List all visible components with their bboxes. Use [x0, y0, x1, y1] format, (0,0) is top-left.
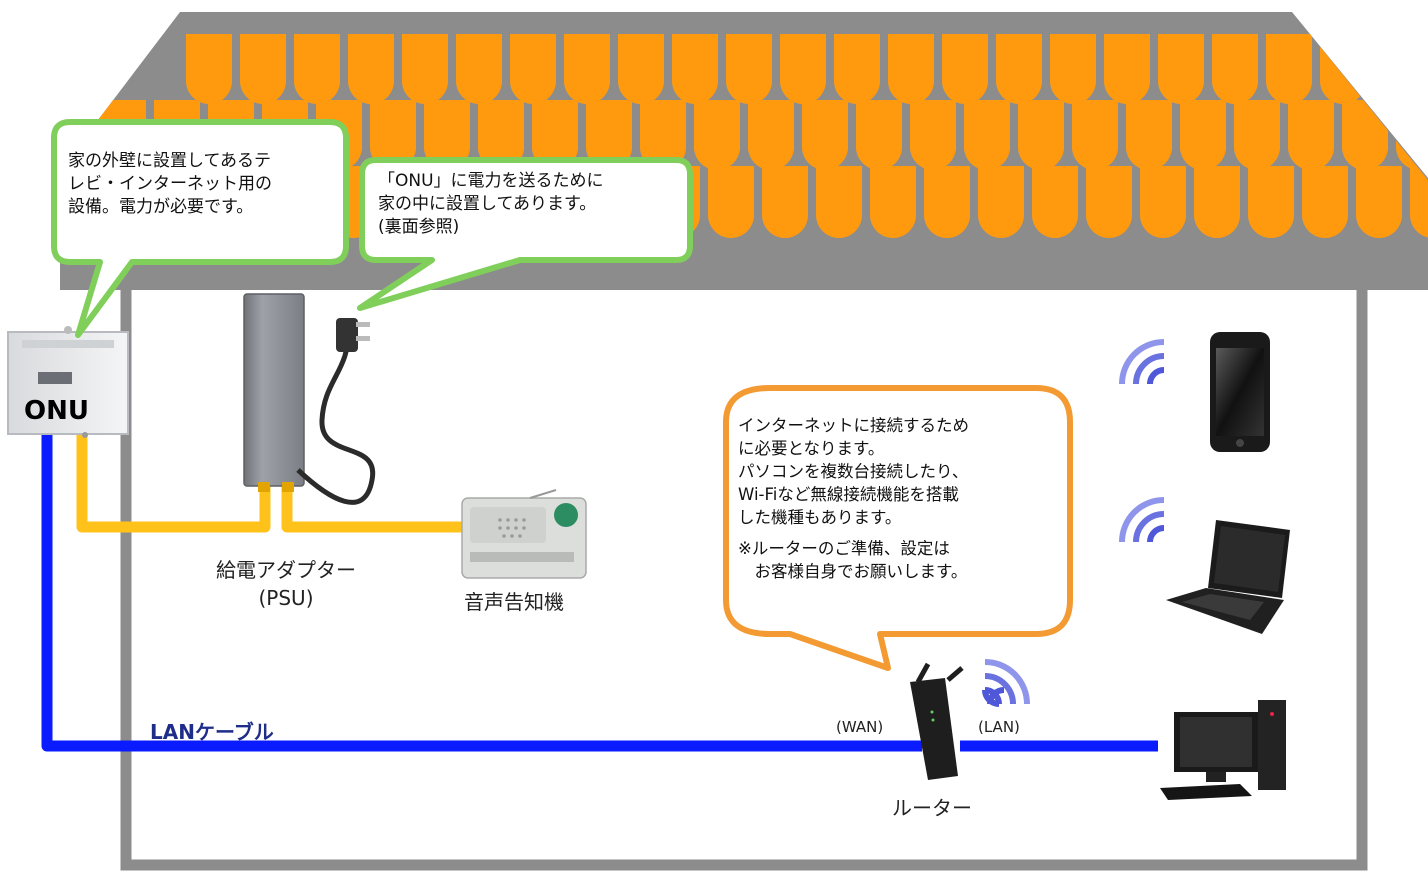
roof-tile [1356, 166, 1402, 238]
roof-tile [708, 166, 754, 238]
roof-tile [856, 100, 902, 170]
router-label: ルーター [892, 796, 972, 820]
roof-tile [1266, 34, 1312, 104]
bubble-line: パソコンを複数台接続したり、 [738, 462, 969, 481]
bubble-line: Wi-Fiなど無線接続機能を搭載 [738, 485, 959, 504]
roof-tile [1212, 34, 1258, 104]
wan-port-label: (WAN) [836, 718, 884, 736]
bubble-line: した機種もあります。 [738, 508, 902, 527]
smartphone-device [1210, 332, 1270, 452]
roof-tile [1320, 34, 1366, 104]
roof-tile [564, 34, 610, 104]
roof-tile [510, 34, 556, 104]
roof-tile [694, 100, 740, 170]
roof-tile [1342, 100, 1388, 170]
roof-tile [532, 100, 578, 170]
roof-tile [1050, 34, 1096, 104]
roof-tile [1288, 100, 1334, 170]
roof-tile [1032, 166, 1078, 238]
roof-tile [996, 34, 1042, 104]
roof-tile [672, 34, 718, 104]
roof-tile [294, 34, 340, 104]
psu-bubble-text: 「ONU」に電力を送るために 家の中に設置してあります。 (裏面参照) [378, 170, 604, 239]
roof-tile [870, 166, 916, 238]
roof-tile [240, 34, 286, 104]
roof-tile [942, 34, 988, 104]
router-bubble-text: インターネットに接続するため に必要となります。 パソコンを複数台接続したり、 … [738, 414, 969, 583]
roof-tile [1018, 100, 1064, 170]
roof-tile [424, 100, 470, 170]
bubble-line: に必要となります。 [738, 439, 885, 458]
router-bubble [723, 385, 1073, 671]
roof-tile [978, 166, 1024, 238]
roof-tile [1410, 166, 1428, 238]
roof-tile [910, 100, 956, 170]
roof-tile [762, 166, 808, 238]
onu-bubble [51, 119, 349, 338]
roof-tile [1158, 34, 1204, 104]
roof-tile [726, 34, 772, 104]
psu-label-line2: (PSU) [258, 586, 314, 610]
onu-bubble-text: 家の外壁に設置してあるテ レビ・インターネット用の 設備。電力が必要です。 [68, 150, 272, 219]
lan-port-label: (LAN) [978, 718, 1020, 736]
psu-bubble [357, 157, 693, 311]
roof-tile [456, 34, 502, 104]
bubble-line: レビ・インターネット用の [68, 174, 272, 194]
bubble-note-line: お客様自身でお願いします。 [738, 562, 968, 581]
wifi-icon [1119, 497, 1165, 543]
onu-label: ONU [24, 396, 89, 426]
bubble-line: 家の中に設置してあります。 [378, 194, 597, 214]
lan-cable [41, 430, 1158, 752]
bubble-line: (裏面参照) [378, 217, 460, 237]
roof-tile [1126, 100, 1172, 170]
roof-tile [816, 166, 862, 238]
roof-tile [402, 34, 448, 104]
roof-tile [834, 34, 880, 104]
lan-cable-label: LANケーブル [150, 720, 274, 744]
bubble-line: 設備。電力が必要です。 [68, 197, 254, 217]
psu-label-line1: 給電アダプター [216, 558, 356, 582]
roof-tile [1180, 100, 1226, 170]
bubble-line: インターネットに接続するため [738, 416, 969, 435]
roof-tile [1104, 34, 1150, 104]
router-device [910, 662, 964, 780]
roof-tile [802, 100, 848, 170]
bubble-line: 家の外壁に設置してあるテ [68, 151, 271, 171]
roof-tile [1302, 166, 1348, 238]
bubble-line: 「ONU」に電力を送るために [378, 171, 604, 191]
roof-tile [924, 166, 970, 238]
roof-tile [586, 100, 632, 170]
desktop-pc-device [1160, 700, 1286, 800]
roof-tile [1086, 166, 1132, 238]
psu-device [243, 293, 376, 505]
announcer-label: 音声告知機 [464, 590, 564, 614]
roof-tile [640, 100, 686, 170]
wifi-icon [982, 659, 1030, 707]
roof-tile [1194, 166, 1240, 238]
onu-device [7, 326, 129, 438]
roof-tile [370, 100, 416, 170]
announcer-device [461, 489, 587, 579]
roof-tile [348, 34, 394, 104]
roof-tile [1072, 100, 1118, 170]
roof-tile [186, 34, 232, 104]
laptop-device [1166, 520, 1290, 634]
psu-label: 給電アダプター (PSU) [196, 556, 376, 612]
roof-tile [780, 34, 826, 104]
power-cable [76, 430, 470, 533]
roof-tile [1234, 100, 1280, 170]
roof-tile [748, 100, 794, 170]
roof-tile [964, 100, 1010, 170]
roof-tile [478, 100, 524, 170]
wifi-icon [1119, 339, 1165, 385]
bubble-note-line: ※ルーターのご準備、設定は [738, 539, 950, 558]
roof-tile [888, 34, 934, 104]
roof-tile [1140, 166, 1186, 238]
roof-tile [618, 34, 664, 104]
roof-tile [1248, 166, 1294, 238]
